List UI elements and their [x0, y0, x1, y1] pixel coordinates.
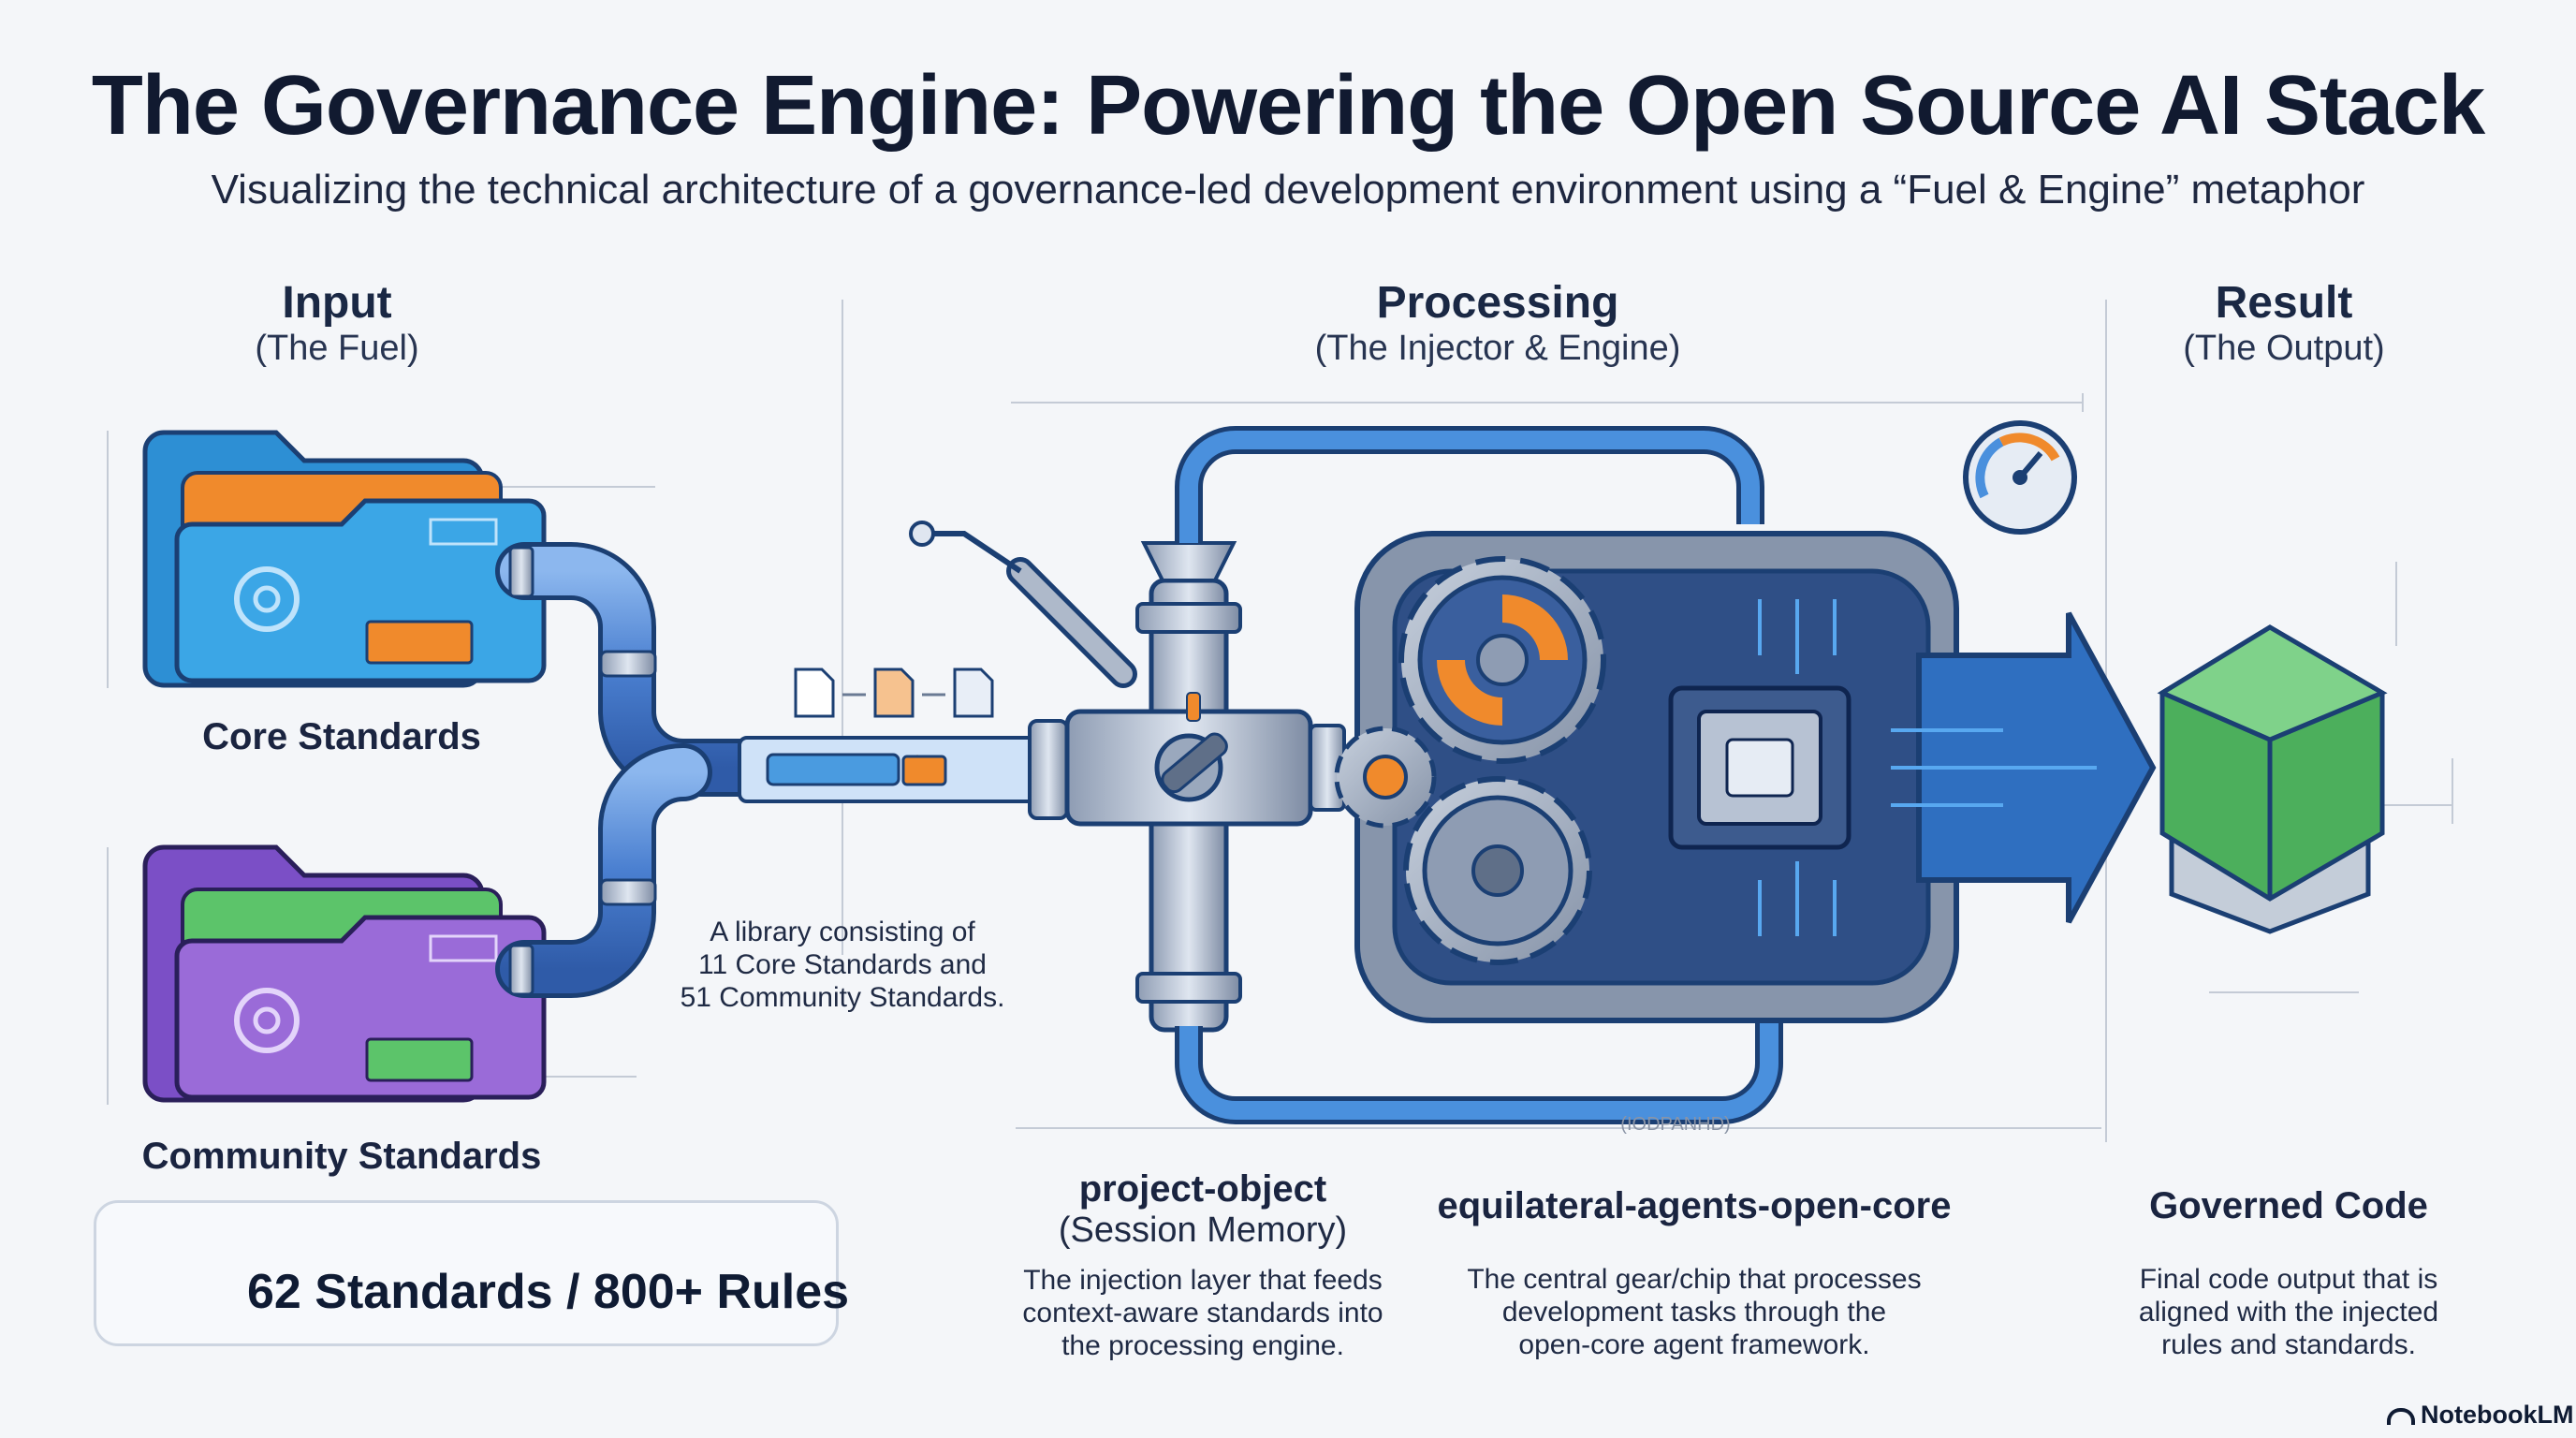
input-subheading: (The Fuel)	[255, 329, 419, 368]
injector-desc-line: The injection layer that feeds	[1023, 1265, 1383, 1296]
engine-gears-icon	[1334, 556, 1606, 965]
result-heading: Result	[2215, 278, 2353, 328]
governed-code-box-icon	[2157, 624, 2388, 934]
document-icons	[794, 668, 994, 718]
loop-pipes	[1175, 426, 1783, 1124]
processing-column-header: Processing (The Injector & Engine)	[1264, 277, 1732, 369]
notebooklm-logo-icon	[2387, 1407, 2415, 1425]
library-note-line: 51 Community Standards.	[680, 982, 1005, 1013]
engine-desc-line: development tasks through the	[1501, 1297, 1887, 1328]
engine-desc-line: open-core agent framework.	[1518, 1329, 1870, 1360]
page-subtitle: Visualizing the technical architecture o…	[211, 167, 2365, 213]
core-standards-folder-icon	[142, 430, 547, 688]
stats-text: 62 Standards / 800+ Rules	[247, 1265, 850, 1319]
input-heading: Input	[282, 278, 392, 328]
stats-badge	[94, 1200, 839, 1346]
notebooklm-brand: NotebookLM	[2387, 1401, 2573, 1430]
dimension-label: (IODPANHD)	[1620, 1114, 1731, 1135]
result-column-header: Result (The Output)	[2134, 277, 2434, 369]
injector-desc-line: context-aware standards into	[1022, 1298, 1383, 1328]
engine-desc-line: The central gear/chip that processes	[1467, 1264, 1922, 1295]
community-standards-label: Community Standards	[141, 1136, 542, 1177]
page-title: The Governance Engine: Powering the Open…	[91, 59, 2485, 153]
core-standards-label: Core Standards	[202, 716, 481, 757]
injector-name: project-object	[1078, 1168, 1327, 1210]
result-desc-line: Final code output that is	[2139, 1264, 2438, 1295]
pressure-gauge-icon	[1963, 420, 2077, 535]
input-column-header: Input (The Fuel)	[187, 277, 487, 369]
result-desc-line: rules and standards.	[2161, 1329, 2416, 1360]
injector-desc-line: the processing engine.	[1061, 1330, 1344, 1361]
result-desc-line: aligned with the injected	[2138, 1297, 2439, 1328]
library-note-line: A library consisting of	[710, 917, 975, 947]
engine-caption: equilateral-agents-open-core The central…	[1423, 1185, 1966, 1361]
result-caption: Governed Code Final code output that is …	[2059, 1185, 2518, 1361]
result-name: Governed Code	[2149, 1185, 2428, 1226]
injector-valve-icon	[909, 521, 1346, 1033]
injector-sub: (Session Memory)	[1058, 1211, 1348, 1250]
processing-subheading: (The Injector & Engine)	[1314, 329, 1681, 368]
transport-pipe	[738, 719, 1069, 820]
injector-caption: project-object (Session Memory) The inje…	[983, 1168, 1423, 1362]
library-note: A library consisting of 11 Core Standard…	[674, 916, 1011, 1014]
brand-label: NotebookLM	[2421, 1401, 2574, 1429]
community-standards-folder-icon	[142, 844, 547, 1103]
result-subheading: (The Output)	[2183, 329, 2385, 368]
processing-heading: Processing	[1376, 278, 1619, 328]
library-note-line: 11 Core Standards and	[698, 949, 987, 980]
engine-name: equilateral-agents-open-core	[1437, 1185, 1952, 1226]
